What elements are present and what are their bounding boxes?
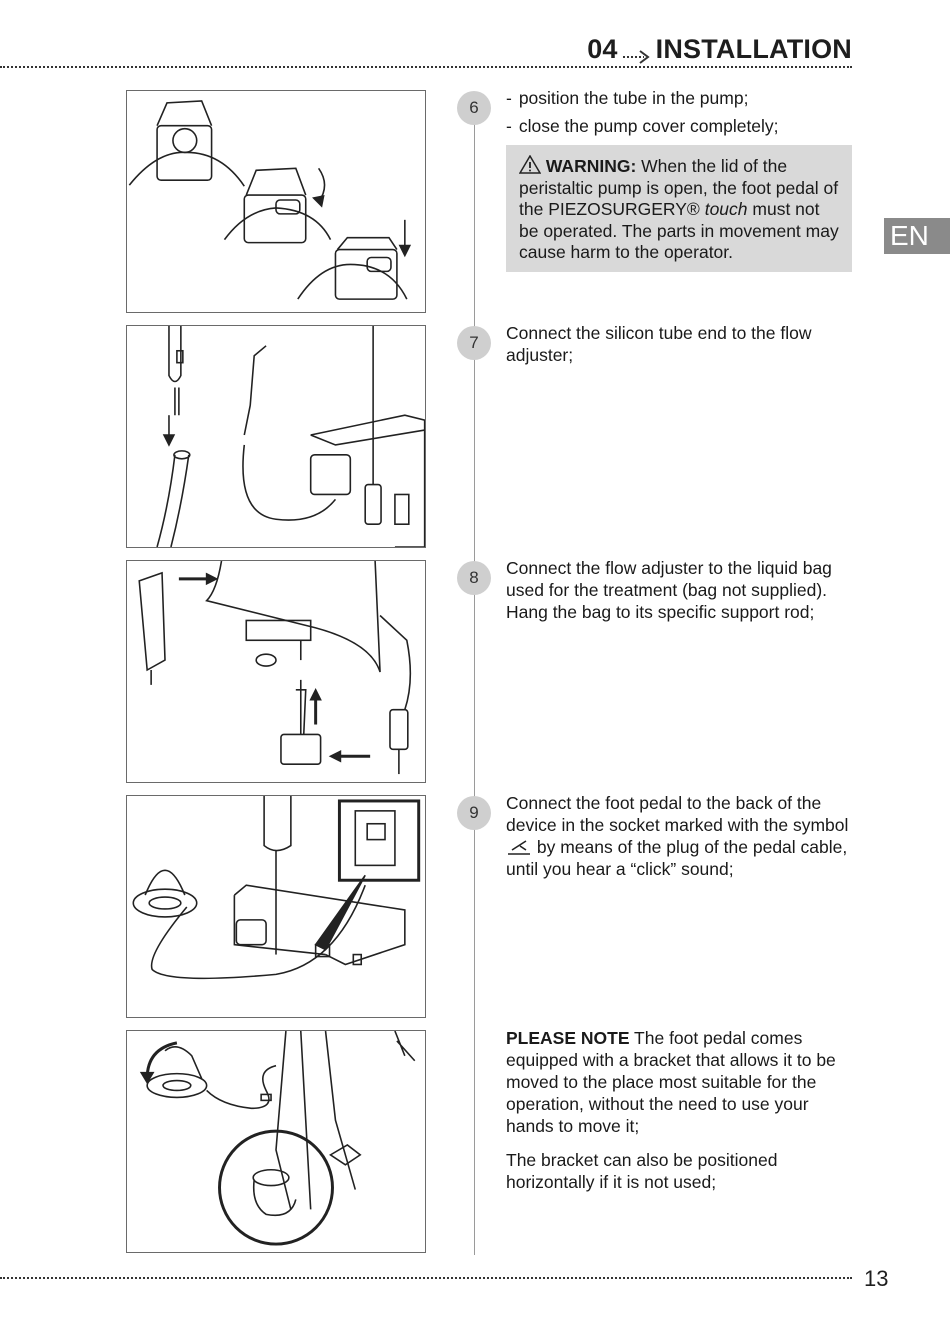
footer-divider [0,1277,852,1279]
foot-pedal-symbol-icon [506,838,532,856]
step-number-7: 7 [457,326,491,360]
illustration-pedal-connection [126,795,426,1018]
section-number: 04 [587,34,618,64]
illustration-tube-adjuster [126,325,426,548]
warning-text: When the lid of the peristaltic pump is … [519,156,839,219]
step-number-6: 6 [457,91,491,125]
warning-triangle-icon [518,154,542,174]
step-number-9: 9 [457,796,491,830]
page-number: 13 [864,1266,889,1291]
step-6-text: -position the tube in the pump; -close t… [506,87,851,143]
list-item: -close the pump cover completely; [506,116,779,136]
warning-label: WARNING: [545,156,637,176]
header-divider [0,66,852,68]
page-header: 04 INSTALLATION [587,34,852,65]
step-8-text: Connect the flow adjuster to the liquid … [506,558,832,622]
note-label: PLEASE NOTE [506,1028,630,1048]
warning-text-end: must not be operated. The parts in movem… [519,199,839,262]
step-number-8: 8 [457,561,491,595]
illustration-pump-cover [126,90,426,313]
language-tab: EN [884,218,950,254]
step-7-text: Connect the silicon tube end to the flow… [506,323,812,365]
illustration-pedal-bracket [126,1030,426,1253]
note-text-2: The bracket can also be positioned horiz… [506,1150,778,1192]
step-timeline-line [474,98,475,1255]
illustration-liquid-bag [126,560,426,783]
warning-brand-italic: touch [704,199,748,219]
step-9-text: Connect the foot pedal to the back of th… [506,793,849,879]
please-note-text: PLEASE NOTE The foot pedal comes equippe… [506,1027,851,1193]
warning-box: WARNING: When the lid of the peristaltic… [506,145,852,272]
list-item: -position the tube in the pump; [506,88,749,108]
section-title: INSTALLATION [655,34,852,64]
arrow-right-icon [622,42,652,64]
